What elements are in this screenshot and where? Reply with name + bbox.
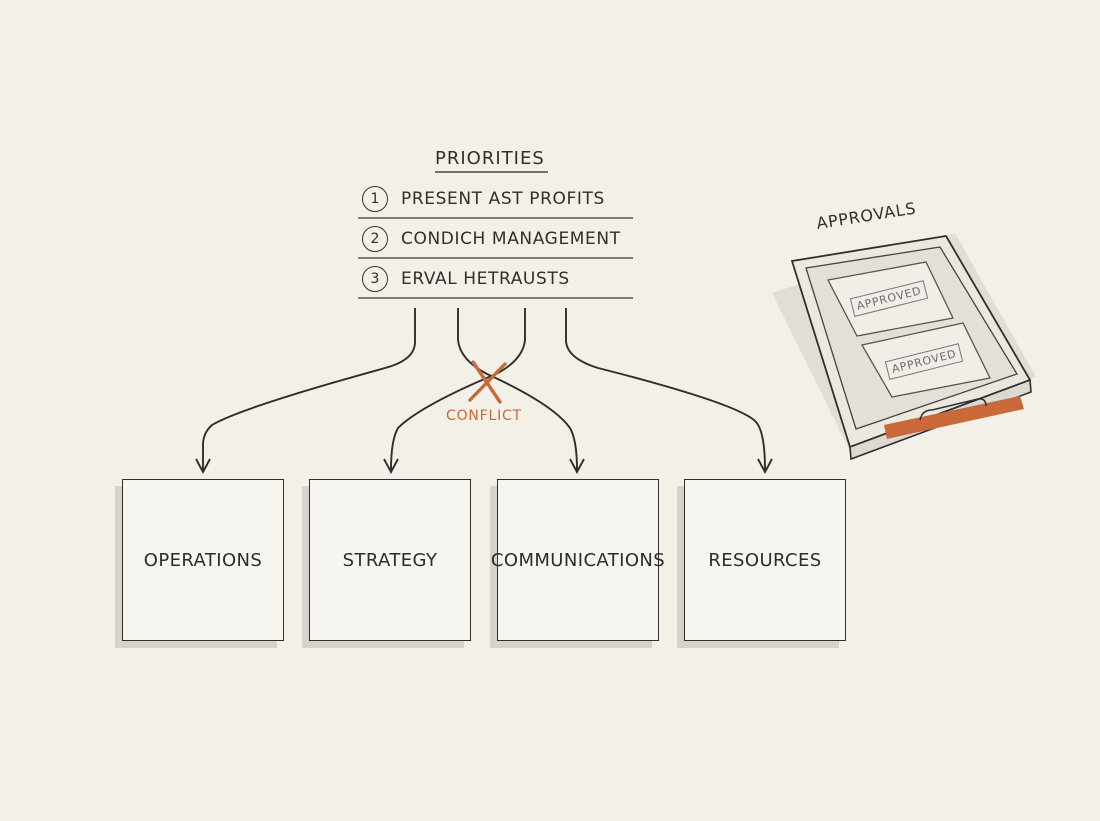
conflict-label: CONFLICT — [446, 408, 522, 424]
box-operations: OPERATIONS — [122, 479, 284, 641]
connector-communications — [457, 308, 578, 471]
priority-number-1: 1 — [362, 186, 388, 212]
box-resources: RESOURCES — [684, 479, 846, 641]
connector-strategy — [390, 308, 526, 471]
priority-label-1: PRESENT AST PROFITS — [401, 189, 605, 209]
arrowhead-strategy — [383, 458, 399, 475]
connector-operations — [202, 308, 416, 470]
priority-label-3: ERVAL HETRAUSTS — [401, 269, 570, 289]
arrowhead-resources — [757, 458, 773, 475]
priority-number-2: 2 — [362, 226, 388, 252]
arrowhead-communications — [569, 458, 585, 475]
conflict-x-mark — [468, 360, 507, 404]
priority-number-3: 3 — [362, 266, 388, 292]
priority-label-2: CONDICH MANAGEMENT — [401, 229, 621, 249]
priorities-title: PRIORITIES — [435, 148, 545, 169]
approvals-tray — [772, 233, 1036, 461]
box-communications: COMMUNICATIONS — [491, 479, 665, 641]
connector-resources — [565, 308, 766, 471]
arrowhead-operations — [195, 458, 211, 475]
box-strategy: STRATEGY — [309, 479, 471, 641]
